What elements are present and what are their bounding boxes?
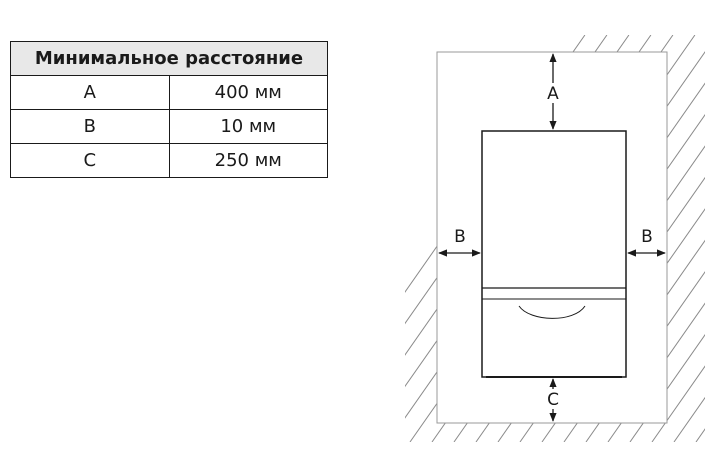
- label-left: B: [454, 227, 466, 247]
- boiler-handle: [518, 305, 586, 319]
- table-row: A 400 мм: [10, 75, 328, 110]
- hatch-line: [695, 35, 705, 442]
- row-key-c: C: [10, 143, 170, 178]
- hatch-line: [629, 35, 705, 442]
- table-header: Минимальное расстояние: [10, 41, 328, 76]
- label-bottom: C: [547, 390, 559, 410]
- row-value-c: 250 мм: [168, 143, 328, 178]
- row-value-b: 10 мм: [168, 109, 328, 144]
- label-bottom-bg: [544, 389, 562, 409]
- clearance-table: Минимальное расстояние A 400 мм B 10 мм …: [10, 41, 328, 178]
- label-top-bg: [544, 83, 562, 103]
- table-header-row: Минимальное расстояние: [10, 41, 328, 76]
- table-row: C 250 мм: [10, 143, 328, 178]
- label-right: B: [641, 227, 653, 247]
- row-key-a: A: [10, 75, 170, 110]
- label-top: A: [547, 84, 559, 104]
- row-value-a: 400 мм: [168, 75, 328, 110]
- clearance-zone: [436, 51, 668, 424]
- boiler-body: [481, 130, 627, 378]
- boiler-unit: [481, 130, 627, 378]
- hatch-line: [651, 35, 705, 442]
